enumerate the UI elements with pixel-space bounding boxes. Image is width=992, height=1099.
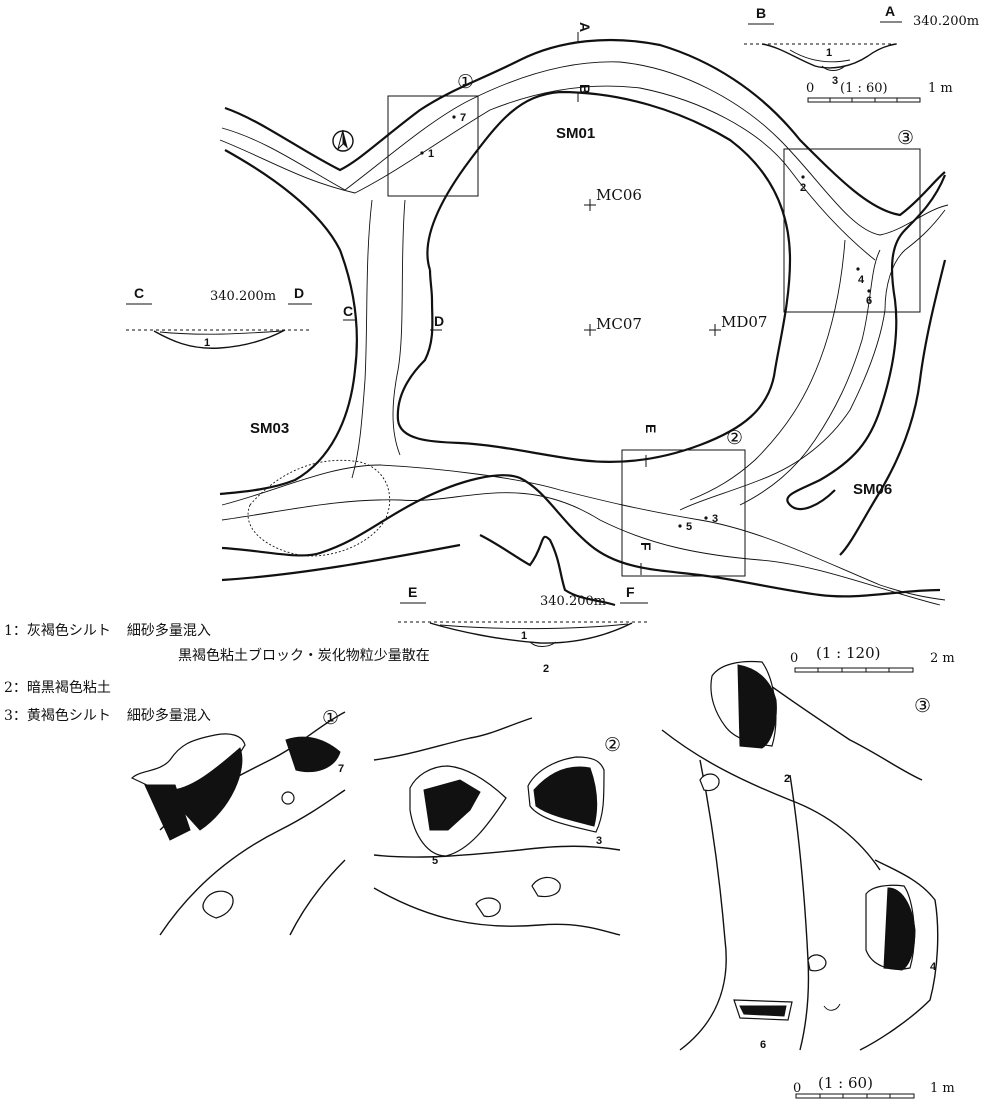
svg-text:3: 3 bbox=[596, 835, 602, 847]
section-mark-b: B bbox=[577, 84, 593, 94]
svg-text:1 m: 1 m bbox=[930, 1081, 955, 1096]
legend-row-1: 1：灰褐色シルト細砂多量混入 bbox=[4, 623, 211, 639]
svg-text:3: 3 bbox=[712, 513, 718, 525]
detail-marker-2: ② bbox=[726, 427, 743, 449]
svg-text:②: ② bbox=[604, 734, 621, 756]
svg-text:MD07: MD07 bbox=[721, 313, 767, 331]
grid-point-mc06: MC06 bbox=[584, 186, 642, 211]
svg-text:5: 5 bbox=[686, 521, 692, 533]
detail-drawing-1: ① 1 7 bbox=[130, 707, 346, 936]
section-cd: C 340.200m D 1 bbox=[126, 285, 312, 349]
svg-text:1: 1 bbox=[521, 630, 527, 642]
svg-text:2 m: 2 m bbox=[930, 651, 955, 666]
section-scale-top: 0 (1 : 60) 1 m bbox=[806, 81, 953, 103]
detail-drawing-3: ③ 2 4 6 bbox=[661, 660, 939, 1051]
svg-text:340.200m: 340.200m bbox=[540, 594, 606, 609]
feature-label-sm06: SM06 bbox=[853, 481, 892, 498]
grid-point-mc07: MC07 bbox=[584, 315, 642, 336]
section-ticks bbox=[343, 32, 647, 575]
detail-box-1 bbox=[387, 95, 479, 197]
svg-text:6: 6 bbox=[760, 1039, 766, 1051]
svg-text:3: 3 bbox=[832, 75, 838, 87]
feature-label-sm03: SM03 bbox=[250, 420, 289, 437]
detail-marker-1: ① bbox=[457, 71, 474, 93]
svg-text:6: 6 bbox=[866, 295, 872, 307]
svg-text:MC07: MC07 bbox=[596, 315, 642, 333]
north-arrow-icon bbox=[332, 129, 354, 152]
svg-text:4: 4 bbox=[930, 961, 937, 973]
svg-text:2: 2 bbox=[784, 773, 790, 785]
svg-text:7: 7 bbox=[460, 112, 466, 124]
svg-text:7: 7 bbox=[338, 763, 344, 775]
svg-text:0: 0 bbox=[793, 1081, 801, 1096]
section-ab: B A 340.200m 1 3 bbox=[744, 3, 979, 87]
svg-text:(1 : 60): (1 : 60) bbox=[840, 81, 888, 96]
feature-label-sm01: SM01 bbox=[556, 125, 595, 142]
detail-box-2 bbox=[621, 449, 746, 577]
svg-text:(1 : 120): (1 : 120) bbox=[816, 644, 880, 662]
plan-scale: 0 (1 : 120) 2 m bbox=[790, 644, 955, 673]
grid-point-md07: MD07 bbox=[709, 313, 767, 336]
svg-text:340.200m: 340.200m bbox=[913, 14, 979, 29]
svg-text:1: 1 bbox=[428, 148, 434, 160]
svg-text:5: 5 bbox=[432, 855, 438, 867]
legend-row-2: 2：暗黒褐色粘土 bbox=[4, 680, 111, 696]
svg-text:0: 0 bbox=[806, 81, 814, 96]
ditch-outlines bbox=[219, 38, 949, 607]
svg-text:1: 1 bbox=[176, 819, 182, 831]
svg-text:1: 1 bbox=[204, 337, 210, 349]
section-mark-a: A bbox=[577, 22, 593, 32]
svg-text:1 m: 1 m bbox=[928, 81, 953, 96]
svg-text:F: F bbox=[626, 584, 635, 600]
svg-text:2: 2 bbox=[543, 663, 549, 675]
detail-drawing-2: ② 5 3 bbox=[373, 717, 621, 936]
svg-text:D: D bbox=[294, 285, 304, 301]
section-mark-d: D bbox=[434, 313, 444, 329]
svg-text:E: E bbox=[408, 584, 417, 600]
svg-text:①: ① bbox=[322, 707, 339, 729]
plan-find-points: 7 1 2 4 6 5 3 bbox=[420, 112, 872, 533]
svg-text:1: 1 bbox=[826, 47, 832, 59]
svg-text:③: ③ bbox=[914, 695, 931, 717]
svg-text:4: 4 bbox=[858, 274, 865, 286]
svg-text:A: A bbox=[885, 3, 895, 19]
svg-text:2: 2 bbox=[800, 182, 806, 194]
section-ef: E 340.200m F 1 2 bbox=[398, 584, 648, 675]
svg-text:MC06: MC06 bbox=[596, 186, 642, 204]
svg-text:(1 : 60): (1 : 60) bbox=[818, 1074, 873, 1092]
detail-scale-bottom: 0 (1 : 60) 1 m bbox=[793, 1074, 955, 1099]
section-mark-e: E bbox=[643, 424, 659, 433]
legend-row-1-cont: 黒褐色粘土ブロック・炭化物粒少量散在 bbox=[178, 648, 430, 664]
detail-box-3 bbox=[783, 148, 921, 313]
detail-marker-3: ③ bbox=[897, 127, 914, 149]
svg-text:340.200m: 340.200m bbox=[210, 289, 276, 304]
svg-text:0: 0 bbox=[790, 651, 798, 666]
svg-text:B: B bbox=[756, 5, 766, 21]
svg-text:C: C bbox=[134, 285, 144, 301]
section-mark-f: F bbox=[638, 542, 654, 551]
section-mark-c: C bbox=[343, 303, 353, 319]
legend-row-3: 3：黄褐色シルト細砂多量混入 bbox=[4, 708, 211, 724]
